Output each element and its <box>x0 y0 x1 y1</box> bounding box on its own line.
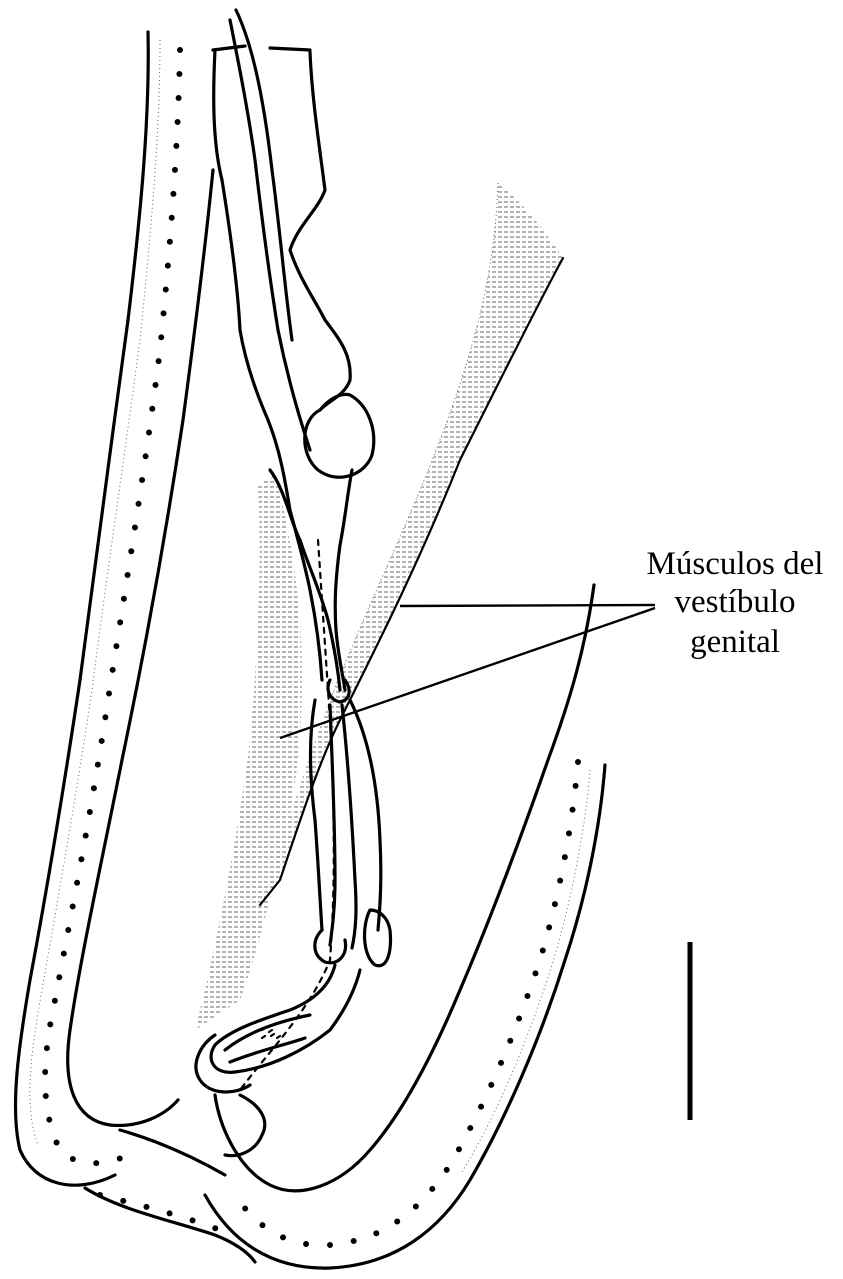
annotation-line-1: Músculos del <box>640 548 830 586</box>
vestibule-muscle-band-left <box>195 475 302 1030</box>
genital-tract-lumen-b <box>236 10 292 340</box>
annotation-line-3: genital <box>640 626 830 664</box>
seminal-receptacle-bulb <box>305 394 374 477</box>
vestibule-muscle-band-right <box>260 183 563 905</box>
vestibule-muscle-edge-right-a <box>260 258 563 905</box>
body-wall-loop-lower <box>85 1188 255 1262</box>
genital-tract-top-cap <box>213 46 310 50</box>
body-wall-outer-left <box>15 32 148 1185</box>
annotation-label: Músculos del vestíbulo genital <box>640 548 830 664</box>
leader-line-upper <box>400 605 655 606</box>
body-wall-inner-left <box>68 170 213 1125</box>
cuticle-dots-left <box>45 50 180 1163</box>
cuticle-dots-loop <box>100 1195 220 1230</box>
body-wall-loop-upper <box>120 1130 225 1175</box>
genital-tract-outer-right <box>290 52 350 410</box>
cuticle-stipple-right <box>462 770 590 1172</box>
vulva-granules <box>262 1028 280 1038</box>
vestibule-muscle-edge-right-b <box>330 183 498 700</box>
genital-tract-inner-b <box>342 705 356 948</box>
annotation-line-2: vestíbulo <box>640 586 830 626</box>
